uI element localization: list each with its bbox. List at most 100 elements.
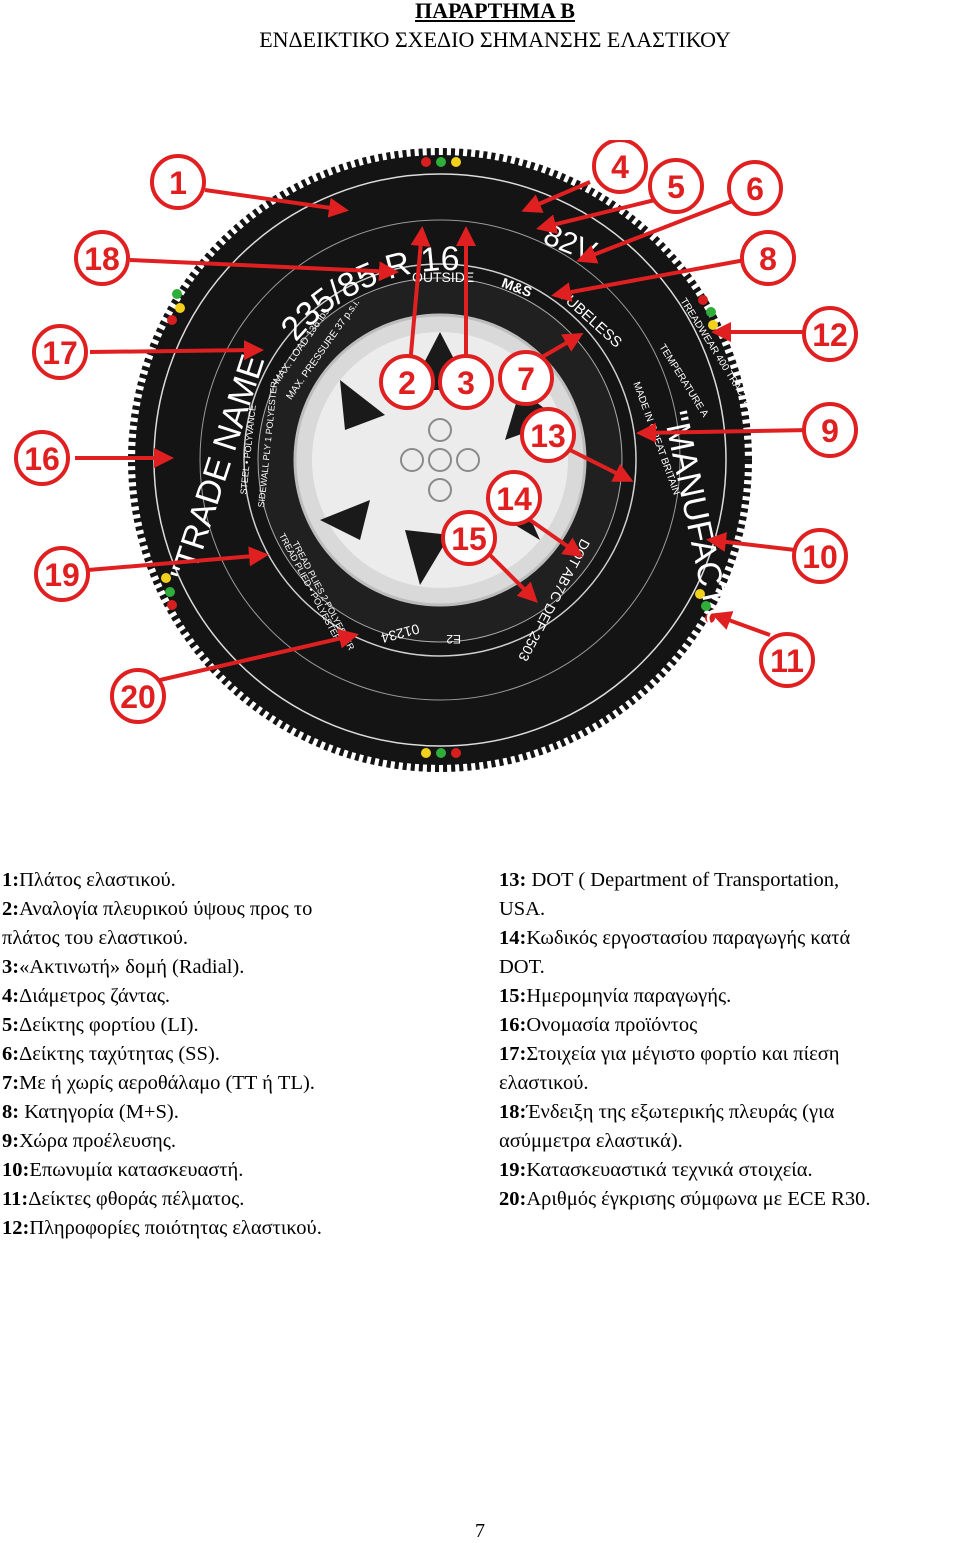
legend-item: 10:Επωνυμία κατασκευαστή. xyxy=(2,1156,442,1185)
legend-number: 18: xyxy=(499,1101,527,1123)
legend-text: ασύμμετρα ελαστικά). xyxy=(499,1130,683,1152)
callout-9: 9 xyxy=(802,402,858,458)
callout-11: 11 xyxy=(759,632,815,688)
legend-item: 15:Ημερομηνία παραγωγής. xyxy=(499,982,954,1011)
legend-number: 8: xyxy=(2,1101,20,1123)
callout-number: 8 xyxy=(759,241,777,277)
callout-20: 20 xyxy=(110,668,166,724)
legend-item: ασύμμετρα ελαστικά). xyxy=(499,1127,954,1156)
legend-item: 14:Κωδικός εργοστασίου παραγωγής κατά xyxy=(499,924,954,953)
callout-number: 7 xyxy=(517,361,535,397)
legend-number: 1: xyxy=(2,869,20,891)
callout-4: 4 xyxy=(592,140,648,194)
arrow-2 xyxy=(408,226,431,366)
legend-text: Δείκτης ταχύτητας (SS). xyxy=(19,1043,220,1065)
arrow-6 xyxy=(576,198,736,264)
callout-8: 8 xyxy=(740,230,796,286)
callout-6: 6 xyxy=(727,160,783,216)
legend-text: Ένδειξη της εξωτερικής πλευράς (για xyxy=(526,1101,835,1123)
legend-item: USA. xyxy=(499,895,954,924)
legend-number: 2: xyxy=(2,898,20,920)
legend-text: Κατασκευαστικά τεχνικά στοιχεία. xyxy=(526,1159,813,1181)
legend-number: 10: xyxy=(2,1159,30,1181)
legend-text: DOT ( Department of Transportation, xyxy=(526,869,840,891)
callout-number: 1 xyxy=(169,165,187,201)
arrow-20 xyxy=(159,628,359,682)
callout-19: 19 xyxy=(34,546,90,602)
legend-item: DOT. xyxy=(499,953,954,982)
callout-15: 15 xyxy=(441,510,497,566)
legend-text: Διάμετρος ζάντας. xyxy=(19,985,171,1007)
approval-mark-text: E2 xyxy=(446,632,461,646)
callout-5: 5 xyxy=(648,158,704,214)
legend-text: Χώρα προέλευσης. xyxy=(19,1130,176,1152)
callout-arrows xyxy=(75,180,811,682)
legend-item: 7:Με ή χωρίς αεροθάλαμο (TT ή TL). xyxy=(2,1069,442,1098)
legend-left: 1:Πλάτος ελαστικού.2:Αναλογία πλευρικού … xyxy=(2,866,442,1243)
callout-number: 6 xyxy=(746,171,764,207)
legend-item: 19:Κατασκευαστικά τεχνικά στοιχεία. xyxy=(499,1156,954,1185)
legend-text: ελαστικού. xyxy=(499,1072,589,1094)
callout-17: 17 xyxy=(32,324,88,380)
legend-item: πλάτος του ελαστικού. xyxy=(2,924,442,953)
legend-number: 17: xyxy=(499,1043,527,1065)
legend-text: USA. xyxy=(499,898,546,920)
legend-right: 13: DOT ( Department of Transportation, U… xyxy=(499,866,954,1214)
page-subtitle: ΕΝΔΕΙΚΤΙΚΟ ΣΧΕΔΙΟ ΣΗΜΑΝΣΗΣ ΕΛΑΣΤΙΚΟΥ xyxy=(259,27,731,52)
callout-10: 10 xyxy=(792,528,848,584)
legend-number: 11: xyxy=(2,1188,29,1210)
legend-text: Αριθμός έγκρισης σύμφωνα με ECE R30. xyxy=(526,1188,871,1210)
legend-number: 15: xyxy=(499,985,527,1007)
tyre-marking-diagram: 235/85 R 16 82V OUTSIDE M&S TUBELESS TRE… xyxy=(14,140,858,772)
legend-item: 3:«Ακτινωτή» δομή (Radial). xyxy=(2,953,442,982)
legend-text: DOT. xyxy=(499,956,545,978)
legend-item: 8: Κατηγορία (M+S). xyxy=(2,1098,442,1127)
callout-number: 16 xyxy=(24,441,60,477)
callout-3: 3 xyxy=(438,354,494,410)
callout-14: 14 xyxy=(486,470,542,526)
legend-text: Δείκτες φθοράς πέλματος. xyxy=(28,1188,245,1210)
page-title: ΠΑΡΑΡΤΗΜΑ Β xyxy=(415,0,575,23)
arrow-5 xyxy=(536,198,656,234)
legend-item: 1:Πλάτος ελαστικού. xyxy=(2,866,442,895)
arrow-19 xyxy=(87,546,269,572)
legend-number: 20: xyxy=(499,1188,527,1210)
arrow-15 xyxy=(488,553,538,603)
legend-item: 11:Δείκτες φθοράς πέλματος. xyxy=(2,1185,442,1214)
legend-number: 13: xyxy=(499,869,527,891)
legend-number: 9: xyxy=(2,1130,20,1152)
legend-item: 6:Δείκτης ταχύτητας (SS). xyxy=(2,1040,442,1069)
callout-number: 13 xyxy=(530,418,566,454)
legend-text: Με ή χωρίς αεροθάλαμο (TT ή TL). xyxy=(19,1072,315,1094)
legend-number: 5: xyxy=(2,1014,20,1036)
callout-number: 19 xyxy=(44,557,80,593)
legend-text: Πλάτος ελαστικού. xyxy=(19,869,176,891)
legend-text: Κατηγορία (M+S). xyxy=(19,1101,179,1123)
arrow-11 xyxy=(711,611,771,637)
legend-item: 5:Δείκτης φορτίου (LI). xyxy=(2,1011,442,1040)
arrow-9 xyxy=(636,422,811,443)
legend-text: πλάτος του ελαστικού. xyxy=(2,927,189,949)
legend-text: Κωδικός εργοστασίου παραγωγής κατά xyxy=(526,927,851,949)
legend-number: 16: xyxy=(499,1014,527,1036)
arrow-18 xyxy=(129,258,399,282)
legend-text: Ονομασία προϊόντος xyxy=(526,1014,698,1036)
callout-number: 11 xyxy=(770,643,804,679)
callout-number: 12 xyxy=(812,317,848,353)
legend-item: 12:Πληροφορίες ποιότητας ελαστικού. xyxy=(2,1214,442,1243)
callout-12: 12 xyxy=(802,306,858,362)
legend-text: Πληροφορίες ποιότητας ελαστικού. xyxy=(29,1217,322,1239)
callout-number: 4 xyxy=(611,149,629,185)
legend-number: 3: xyxy=(2,956,20,978)
legend-text: Ημερομηνία παραγωγής. xyxy=(526,985,732,1007)
callout-7: 7 xyxy=(498,350,554,406)
outside-text: OUTSIDE xyxy=(412,269,474,285)
legend-number: 12: xyxy=(2,1217,30,1239)
legend-number: 19: xyxy=(499,1159,527,1181)
legend-item: 16:Ονομασία προϊόντος xyxy=(499,1011,954,1040)
callout-number: 10 xyxy=(802,539,838,575)
legend-item: 18:Ένδειξη της εξωτερικής πλευράς (για xyxy=(499,1098,954,1127)
legend-item: 2:Αναλογία πλευρικού ύψους προς το xyxy=(2,895,442,924)
callout-1: 1 xyxy=(150,154,206,210)
